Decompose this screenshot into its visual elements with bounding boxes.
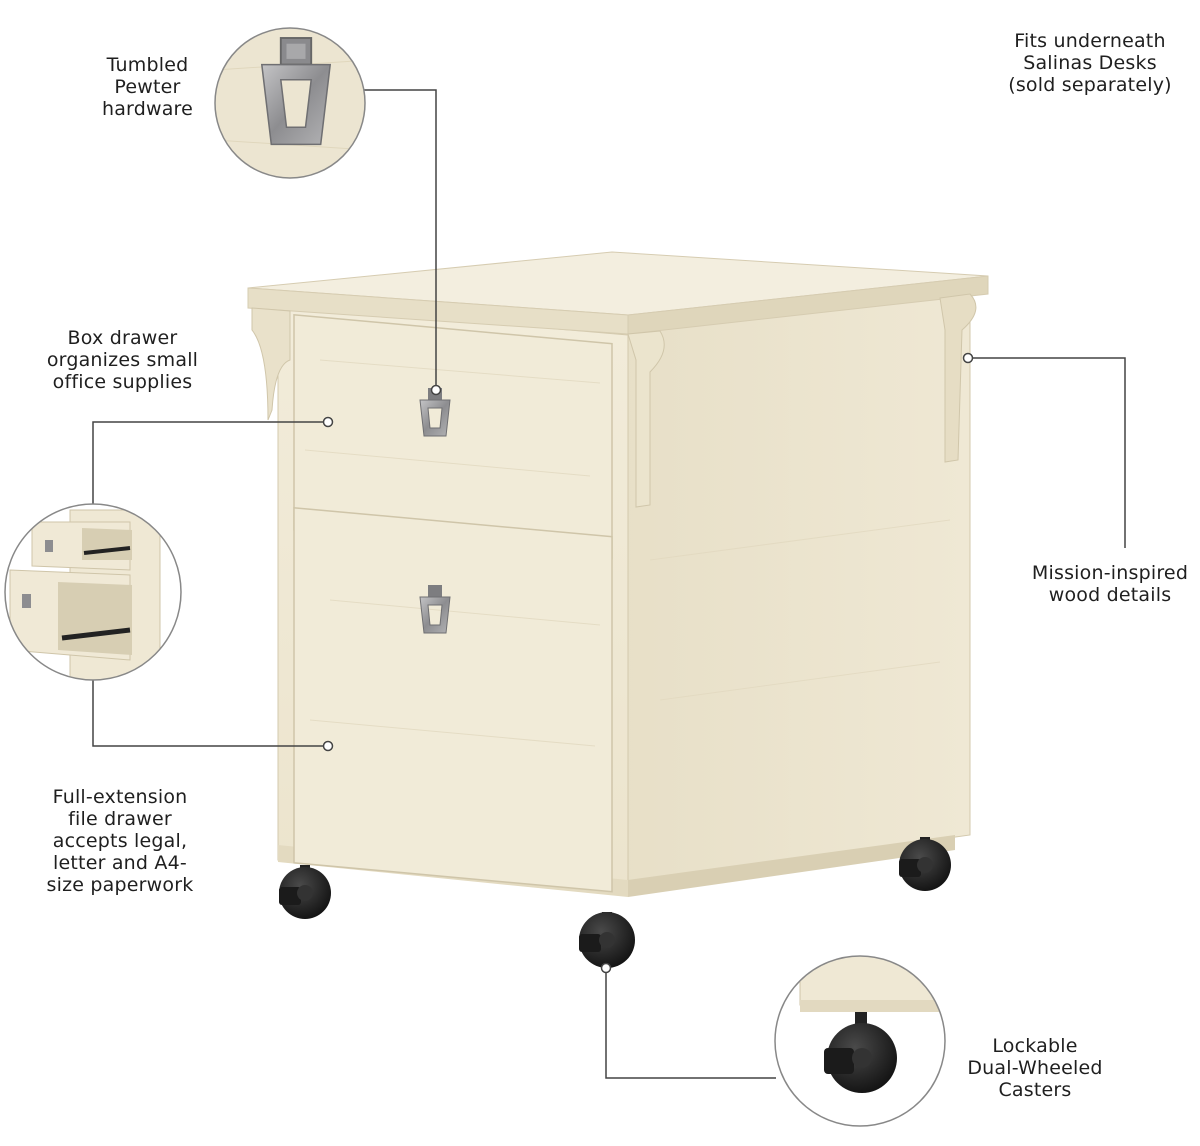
callout-box-drawer: Box drawer organizes small office suppli… <box>35 327 210 393</box>
callout-box-drawer-line-3: office supplies <box>52 371 193 393</box>
leader-mission <box>968 357 1126 548</box>
callout-hardware: Tumbled Pewter hardware <box>80 54 215 120</box>
callout-file-drawer-line-1: Full-extension <box>52 786 188 808</box>
detail-circle-drawers <box>4 503 182 681</box>
callout-file-drawer-line-3: accepts legal, <box>52 830 188 852</box>
callout-casters: Lockable Dual-Wheeled Casters <box>955 1035 1115 1101</box>
callout-casters-line-2: Dual-Wheeled <box>967 1057 1103 1079</box>
detail-circle-hardware <box>214 27 366 179</box>
callout-hardware-line-3: hardware <box>101 98 194 120</box>
callout-hardware-line-1: Tumbled <box>106 54 189 76</box>
callout-casters-line-3: Casters <box>998 1079 1072 1101</box>
leader-casters <box>605 968 776 1079</box>
callout-hardware-line-2: Pewter <box>114 76 181 98</box>
callout-desk-fit: Fits underneath Salinas Desks (sold sepa… <box>990 30 1190 96</box>
callout-mission: Mission-inspired wood details <box>1025 562 1195 606</box>
leader-lines <box>92 89 1126 1079</box>
cabinet <box>247 251 989 968</box>
callout-mission-line-1: Mission-inspired <box>1031 562 1189 584</box>
caster-front-left <box>279 865 331 919</box>
callout-box-drawer-line-1: Box drawer <box>67 327 178 349</box>
front-right-bracket <box>627 330 665 508</box>
front-left-bracket <box>251 307 291 421</box>
file-drawer-pull <box>419 585 451 634</box>
side-right-bracket <box>939 293 977 463</box>
callout-mission-line-2: wood details <box>1048 584 1172 606</box>
leader-box-drawer <box>92 421 328 504</box>
callout-desk-fit-line-3: (sold separately) <box>1008 74 1172 96</box>
caster-front-right <box>579 912 635 968</box>
callout-desk-fit-line-1: Fits underneath <box>1014 30 1166 52</box>
leader-dots <box>322 352 974 974</box>
callout-desk-fit-line-2: Salinas Desks <box>1023 52 1157 74</box>
leader-file-drawer <box>92 680 328 747</box>
callout-box-drawer-line-2: organizes small <box>46 349 199 371</box>
file-drawer-front <box>293 506 613 893</box>
callout-casters-line-1: Lockable <box>992 1035 1078 1057</box>
callout-file-drawer: Full-extension file drawer accepts legal… <box>30 786 210 896</box>
leader-hardware <box>364 89 437 386</box>
callout-file-drawer-line-4: letter and A4- <box>53 852 187 874</box>
callout-file-drawer-line-2: file drawer <box>68 808 172 830</box>
cabinet-side-panel <box>611 281 971 886</box>
caster-back-right <box>899 837 951 891</box>
detail-circle-casters <box>774 955 946 1127</box>
callout-file-drawer-line-5: size paperwork <box>46 874 194 896</box>
